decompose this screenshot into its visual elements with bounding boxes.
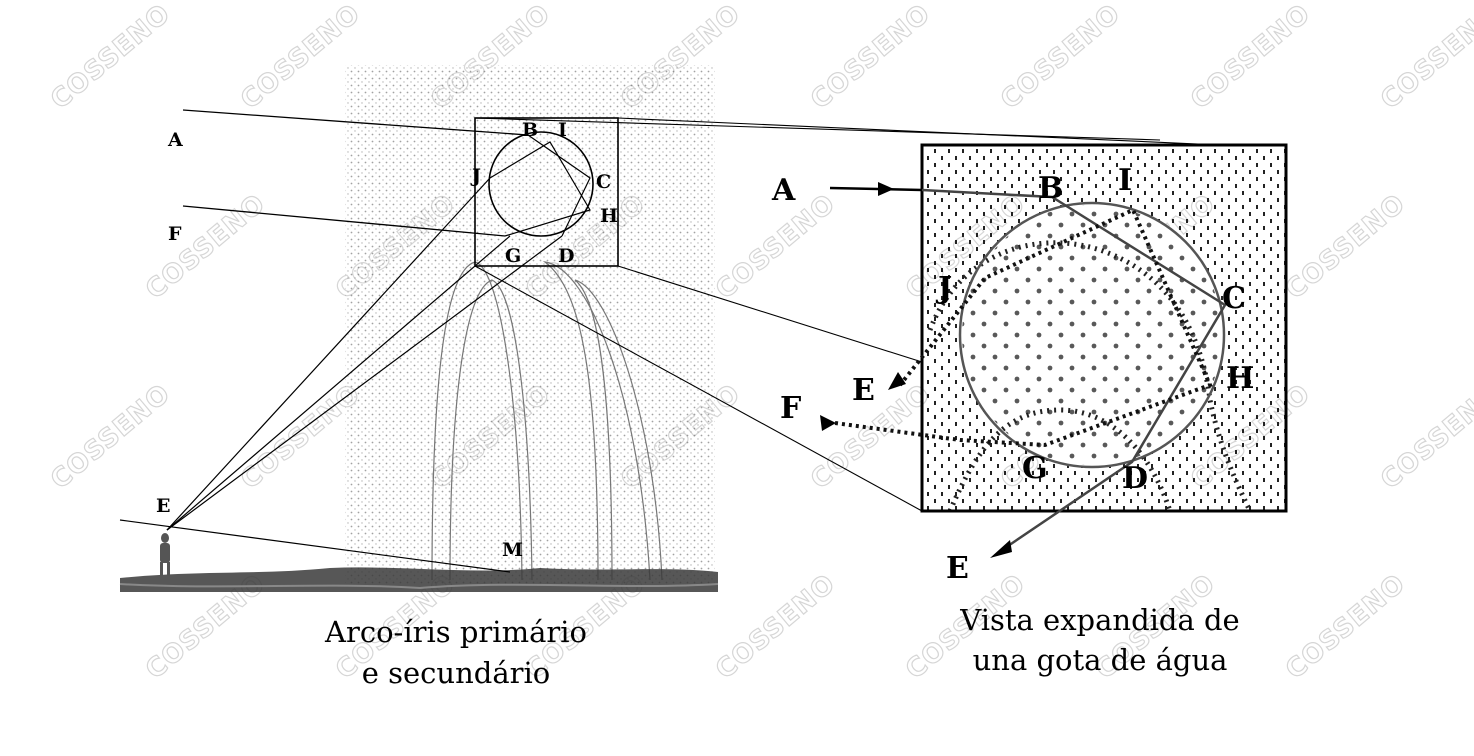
label-J-left: J xyxy=(470,165,481,187)
label-B-right: B xyxy=(1038,171,1063,206)
left-diagram: A F B I J C H G D E M Arco-íris primário… xyxy=(119,65,1221,690)
primary-ray xyxy=(829,186,1227,550)
label-I-right: I xyxy=(1118,163,1132,198)
label-I-left: I xyxy=(558,119,567,141)
rays-to-observer xyxy=(119,177,563,573)
label-E-left: E xyxy=(156,495,170,517)
watermark-text: COSSENO xyxy=(995,0,1126,115)
label-E-lower-right: E xyxy=(946,551,969,586)
watermark-text: COSSENO xyxy=(1470,188,1474,305)
caption-left-line2: e secundário xyxy=(362,656,550,690)
arrow-A xyxy=(878,182,894,196)
label-H-left: H xyxy=(600,205,618,227)
label-M-left: M xyxy=(502,539,523,561)
secondary-ray xyxy=(834,207,1213,448)
label-C-left: C xyxy=(596,171,611,193)
watermark-text: COSSENO xyxy=(1470,568,1474,685)
label-G-right: G xyxy=(1022,451,1048,486)
caption-right-line1: Vista expandida de xyxy=(959,603,1239,637)
watermark-text: COSSENO xyxy=(1280,188,1411,305)
caption-right-line2: una gota de água xyxy=(973,643,1228,677)
ray-F xyxy=(182,205,506,237)
label-E-upper-right: E xyxy=(852,373,875,408)
label-C-right: C xyxy=(1222,281,1246,316)
zoom-box xyxy=(474,117,619,267)
expanded-droplet-outline xyxy=(958,201,1226,469)
caption-left-line1: Arco-íris primário xyxy=(324,615,587,649)
label-H-right: H xyxy=(1226,361,1254,396)
arrow-E-upper xyxy=(888,372,906,390)
label-J-right: J xyxy=(935,271,952,306)
label-F-left: F xyxy=(168,223,182,245)
label-F-right: F xyxy=(780,391,801,426)
right-diagram: A B I J C H E F G D E Vista expandida de… xyxy=(771,143,1288,677)
label-B-left: B xyxy=(522,119,538,141)
internal-rays xyxy=(489,134,591,237)
label-D-left: D xyxy=(558,245,574,267)
watermark-text: COSSENO xyxy=(140,188,271,305)
observer-figure xyxy=(160,533,170,576)
droplet-circle xyxy=(488,131,594,237)
label-G-left: G xyxy=(505,245,521,267)
watermark-text: COSSENO xyxy=(805,0,936,115)
ray-A xyxy=(182,109,529,136)
label-D-right: D xyxy=(1122,461,1148,496)
watermark-text: COSSENO xyxy=(45,0,176,115)
watermark-text: COSSENO xyxy=(1375,378,1474,495)
label-A-left: A xyxy=(167,129,183,151)
watermark-text: COSSENO xyxy=(1375,0,1474,115)
watermark-text: COSSENO xyxy=(1280,568,1411,685)
zoom-connectors xyxy=(474,117,1221,512)
label-A-right: A xyxy=(771,173,796,208)
watermark-text: COSSENO xyxy=(1185,0,1316,115)
watermark-text: COSSENO xyxy=(45,378,176,495)
arrow-F xyxy=(820,415,836,431)
arrow-E-lower xyxy=(990,540,1012,558)
expanded-box xyxy=(920,143,1288,513)
watermark-text: COSSENO xyxy=(710,568,841,685)
rainbow-arcs xyxy=(431,261,663,581)
